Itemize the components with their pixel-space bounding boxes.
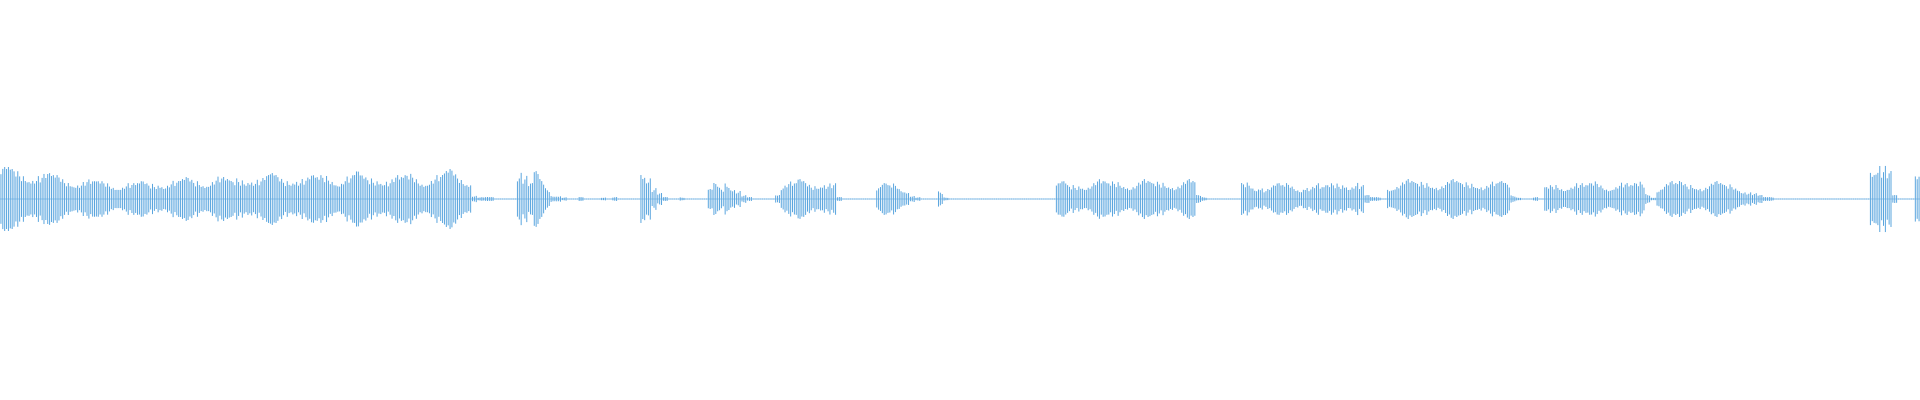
waveform-bars [0,165,1920,233]
